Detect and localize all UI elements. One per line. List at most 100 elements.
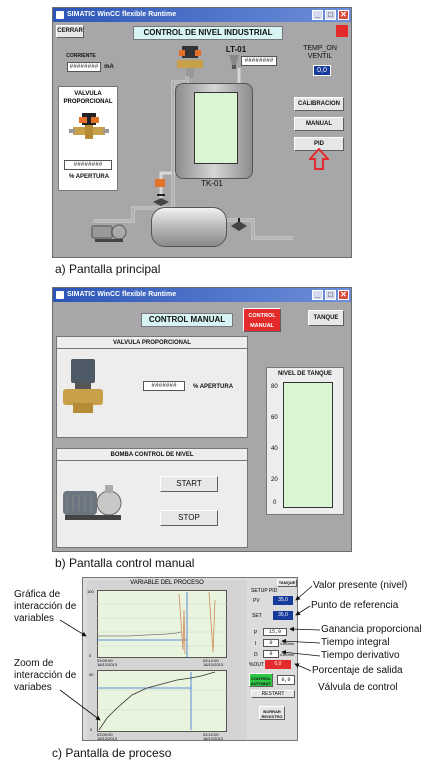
top-tick-0: 0: [89, 653, 92, 658]
window-title: SIMATIC WinCC flexible Runtime: [67, 291, 177, 298]
process-chart: VARIABLE DEL PROCESO 100 0 03:09:00 18/1…: [87, 580, 247, 741]
screen-a-titlebar: SIMATIC WinCC flexible Runtime _ □ ✕: [53, 8, 351, 22]
i-label: I: [255, 641, 257, 647]
level-tick-20: 20: [271, 477, 278, 483]
lt-sensor-icon: [229, 55, 239, 69]
annotation-zoom: Zoom de interacción de variabes: [14, 658, 77, 693]
minimize-icon[interactable]: _: [312, 290, 323, 300]
caption-b: b) Pantalla control manual: [55, 556, 195, 570]
nivel-panel: NIVEL DE TANQUE 80 60 40 20 0: [266, 367, 344, 515]
restart-button[interactable]: RESTART: [251, 690, 295, 698]
hand-valve-icon: [153, 194, 169, 206]
bottom-time-right: 03:12:00 18/12/2013: [203, 732, 224, 741]
apertura-field: #######: [143, 381, 185, 391]
top-tick-100: 100: [87, 589, 94, 594]
set-field[interactable]: 35,0: [273, 611, 293, 620]
calibracion-button[interactable]: CALIBRACION: [294, 97, 344, 111]
out-label: %OUT: [249, 662, 264, 668]
control-automat-button[interactable]: CONTROL AUTOMAT.: [249, 673, 273, 687]
window-title: SIMATIC WinCC flexible Runtime: [67, 11, 177, 18]
top-time-right: 03:12:00 18/12/2013: [203, 658, 224, 667]
set-label: SET: [252, 613, 262, 619]
screen-c-window: VARIABLE DEL PROCESO 100 0 03:09:00 18/1…: [82, 577, 298, 741]
control-manual-button[interactable]: CONTROL MANUAL: [243, 308, 281, 332]
stop-button[interactable]: STOP: [160, 510, 218, 526]
screen-b-window: SIMATIC WinCC flexible Runtime _ □ ✕ CON…: [52, 287, 352, 552]
chart-lines: [97, 591, 227, 731]
lt-field: ########: [241, 56, 277, 66]
i-field[interactable]: 0: [263, 639, 279, 647]
sensor-indicator: [155, 179, 165, 187]
main-title: CONTROL DE NIVEL INDUSTRIAL: [133, 26, 283, 40]
caption-c: c) Pantalla de proceso: [52, 746, 172, 760]
tank-level-display: [194, 92, 238, 164]
valve-panel: VALVULA PROPORCIONAL ######## % APERTURA: [58, 86, 118, 191]
pv-field: 35,0: [273, 596, 293, 605]
annotation-valvula-control: Válvula de control: [318, 682, 398, 693]
lt-label: LT-01: [225, 45, 247, 54]
maximize-icon[interactable]: □: [325, 10, 336, 20]
pv-label: PV: [253, 598, 260, 604]
borrar-registro-button[interactable]: BORRAR REGISTRO: [259, 706, 285, 720]
level-bar: [283, 382, 333, 508]
d-unit: x100ms: [280, 652, 295, 657]
p-label: P: [254, 630, 258, 636]
valve-panel: VALVULA PROPORCIONAL ####### % APERTURA: [56, 336, 248, 438]
annotation-valor-presente: Valor presente (nivel): [313, 580, 408, 591]
caption-a: a) Pantalla principal: [55, 262, 161, 276]
annotation-ganancia: Ganancia proporcional: [321, 624, 422, 635]
maximize-icon[interactable]: □: [325, 290, 336, 300]
level-tick-40: 40: [271, 446, 278, 452]
page-title: CONTROL MANUAL: [141, 313, 233, 327]
annotation-punto-referencia: Punto de referencia: [311, 600, 399, 611]
annotation-tiempo-integral: Tiempo integral: [321, 637, 390, 648]
bomba-panel: BOMBA CONTROL DE NIVEL START STOP: [56, 448, 248, 548]
top-plot: [97, 590, 227, 658]
bottom-tick-0: 0: [90, 727, 93, 732]
bottom-time-left: 03:09:00 18/12/2013: [97, 732, 118, 741]
pump-icon: [91, 224, 127, 242]
setup-label: SETUP PID: [251, 588, 278, 594]
d-field[interactable]: 0: [263, 650, 279, 658]
cerrar-button[interactable]: CERRAR: [56, 25, 84, 38]
corriente-label: CORRIENTE: [66, 53, 96, 59]
tanque-button[interactable]: TANQUE: [308, 310, 344, 326]
i-unit: x100ms: [280, 641, 295, 646]
temp-field: 0,0: [313, 65, 331, 76]
bottom-plot: [97, 670, 227, 732]
level-tick-0: 0: [273, 500, 277, 506]
start-button[interactable]: START: [160, 476, 218, 492]
pid-button[interactable]: PID: [294, 137, 344, 151]
apertura-label: % APERTURA: [68, 174, 110, 180]
apertura-label: % APERTURA: [192, 384, 234, 390]
valve-panel-title: VALVULA PROPORCIONAL: [57, 337, 247, 349]
annotation-grafica: Gráfica de interacción de variables: [14, 589, 77, 624]
valve-output-value: 0,0: [281, 677, 291, 683]
top-time-left: 03:09:00 18/12/2013: [97, 658, 118, 667]
nivel-panel-title: NIVEL DE TANQUE: [277, 371, 333, 377]
close-icon[interactable]: ✕: [338, 10, 349, 20]
level-tick-60: 60: [271, 415, 278, 421]
annotation-porcentaje-salida: Porcentaje de salida: [312, 665, 403, 676]
manual-button[interactable]: MANUAL: [294, 117, 344, 131]
minimize-icon[interactable]: _: [312, 10, 323, 20]
out-field: 0,0: [265, 660, 291, 669]
d-label: D: [254, 652, 258, 658]
apertura-field: ########: [64, 160, 112, 170]
close-indicator: [336, 25, 348, 37]
tank-label: TK-01: [201, 179, 223, 188]
valve-panel-title: VALVULA PROPORCIONAL: [63, 91, 113, 105]
screen-b-titlebar: SIMATIC WinCC flexible Runtime _ □ ✕: [53, 288, 351, 302]
arrow-up-icon: [309, 148, 329, 170]
chart-title: VARIABLE DEL PROCESO: [130, 580, 204, 586]
drain-valve-icon: [231, 218, 247, 231]
level-tick-80: 80: [271, 384, 278, 390]
valve-output-field: 0,0: [277, 675, 295, 685]
screen-a-window: SIMATIC WinCC flexible Runtime _ □ ✕ CER…: [52, 7, 352, 258]
p-field[interactable]: 15,0: [263, 628, 287, 636]
close-icon[interactable]: ✕: [338, 290, 349, 300]
reservoir-tank: [151, 207, 227, 247]
bomba-panel-title: BOMBA CONTROL DE NIVEL: [57, 449, 247, 461]
tanque-button[interactable]: TANQUE: [277, 579, 297, 587]
corriente-unit: mA: [104, 64, 114, 70]
